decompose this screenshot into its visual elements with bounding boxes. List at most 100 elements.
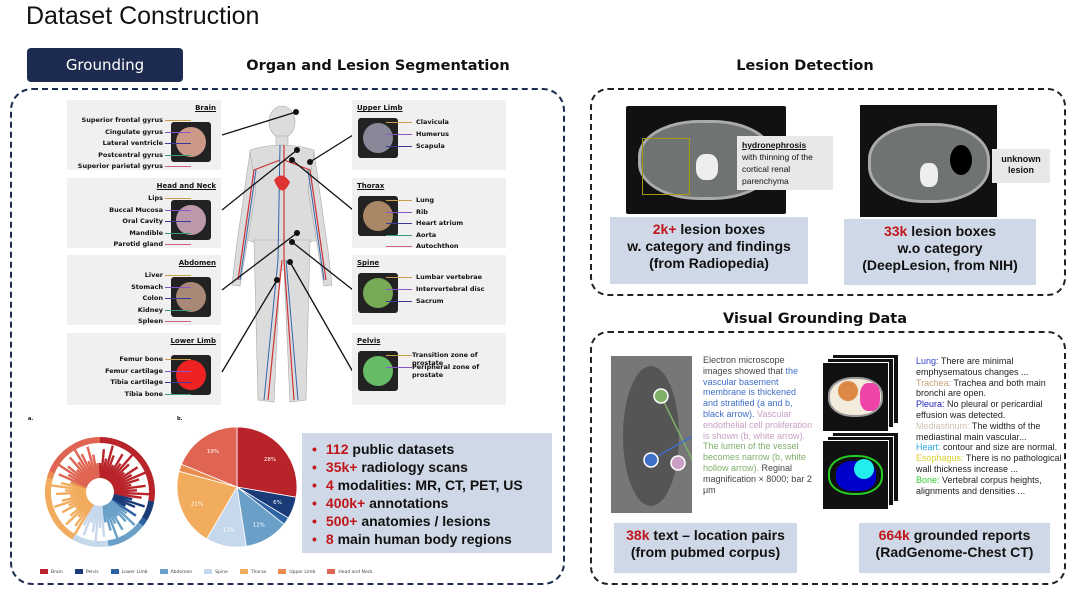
- radial-bar: [110, 499, 128, 515]
- stat-item: •500+ anatomies / lesions: [312, 512, 552, 530]
- anatomy-label: Cingulate gyrus: [105, 127, 163, 136]
- radial-bar: [64, 489, 87, 493]
- anatomy-label: Femur cartilage: [105, 366, 163, 375]
- label-connector: [165, 309, 191, 311]
- count: 33k: [883, 223, 908, 239]
- lesion-note-hydronephrosis: hydronephrosis with thinning of the cort…: [737, 136, 833, 190]
- radial-bar: [74, 502, 93, 527]
- radial-bar: [113, 493, 133, 501]
- stat-item: •112 public datasets: [312, 440, 552, 458]
- label-connector: [165, 244, 191, 245]
- radial-bar: [91, 505, 99, 533]
- panel-title: Lower Limb: [170, 337, 216, 345]
- legend-label: Brain: [51, 570, 63, 575]
- radial-bar: [77, 461, 93, 482]
- radial-bar: [106, 453, 124, 481]
- radial-bar: [68, 456, 92, 483]
- legend-item: Lower Limb: [110, 569, 148, 575]
- anatomy-label: Aorta: [416, 230, 437, 239]
- report-item: Bone: Vertebral corpus heights, alignmen…: [916, 475, 1065, 497]
- anatomy-label: Liver: [144, 271, 163, 279]
- report-key: Mediastinum:: [916, 420, 970, 431]
- radial-bar: [103, 504, 119, 539]
- report-value: There are minimal emphysematous changes …: [916, 356, 1029, 377]
- radial-bar: [100, 449, 106, 479]
- radial-bar: [82, 504, 97, 536]
- radial-ring-pelvis: [141, 500, 155, 521]
- lesion-detection-section: [590, 88, 1066, 296]
- label-connector: [165, 359, 191, 360]
- legend-label: Pelvis: [85, 570, 99, 575]
- anatomy-label: Spleen: [137, 317, 163, 325]
- anatomy-label: Superior frontal gyrus: [81, 116, 163, 124]
- radial-bar: [67, 465, 90, 485]
- anatomy-label: Scapula: [416, 142, 445, 150]
- ct-slice-segmented: [822, 440, 889, 510]
- radial-bar: [76, 469, 91, 484]
- label-connector: [386, 246, 412, 247]
- anatomy-label: Lips: [148, 194, 163, 202]
- radial-bar: [111, 497, 127, 507]
- grounded-report-text: Lung: There are minimal emphysematous ch…: [916, 356, 1065, 496]
- radial-bar: [101, 505, 107, 523]
- lesion-note-unknown: unknown lesion: [992, 149, 1050, 183]
- report-value: There is no pathological wall thickness …: [916, 453, 1062, 474]
- report-item: Mediastinum: The widths of the mediastin…: [916, 421, 1065, 443]
- radial-bar: [53, 495, 88, 508]
- stat-item: •35k+ radiology scans: [312, 458, 552, 476]
- label-connector: [386, 289, 412, 290]
- report-value: Vertebral corpus heights, alignments and…: [916, 474, 1042, 496]
- scan-thumbnail: [171, 122, 211, 162]
- label-connector: [165, 221, 191, 222]
- stat-item: •400k+ annotations: [312, 494, 552, 512]
- lesion-detection-title: Lesion Detection: [736, 58, 874, 74]
- label-connector: [386, 122, 412, 123]
- label-connector: [386, 134, 412, 135]
- legend-item: Brain: [40, 569, 63, 575]
- label-connector: [386, 223, 412, 224]
- legend-item: Head and Neck: [327, 569, 373, 575]
- radial-bar: [70, 481, 88, 489]
- segmentation-title: Organ and Lesion Segmentation: [246, 58, 510, 74]
- label-connector: [165, 393, 191, 395]
- stat-number: 500+: [325, 513, 358, 529]
- caption-segment: Vascular endothelial cell proliferation …: [703, 408, 813, 441]
- radial-ring-upper-limb: [46, 471, 55, 480]
- label-connector: [165, 209, 191, 211]
- microscope-image: [611, 356, 718, 513]
- stat-text: modalities: MR, CT, PET, US: [337, 477, 523, 493]
- legend-swatch: [40, 569, 48, 574]
- legend-swatch: [159, 569, 168, 574]
- segmentation-section: [10, 88, 565, 585]
- scan-thumbnail: [358, 196, 398, 236]
- stat-text: annotations: [369, 495, 449, 511]
- report-value: The widths of the mediastinal main vascu…: [916, 420, 1041, 442]
- grounding-button[interactable]: Grounding: [27, 48, 183, 82]
- radial-bar: [103, 455, 115, 480]
- report-item: Heart: contour and size are normal.: [916, 442, 1065, 453]
- bullet-icon: •: [312, 441, 317, 457]
- legend-swatch: [327, 569, 336, 574]
- visual-grounding-section: [590, 331, 1066, 585]
- legend-swatch: [204, 569, 213, 574]
- stat-number: 112: [325, 441, 349, 457]
- caption-line: (RadGenome-Chest CT): [875, 544, 1034, 560]
- radial-bar: [51, 484, 87, 492]
- bullet-icon: •: [312, 513, 317, 529]
- page-title: Dataset Construction: [26, 2, 260, 30]
- radial-bar: [102, 445, 114, 479]
- radial-bar: [111, 466, 139, 486]
- scan-thumbnail: [171, 200, 211, 240]
- legend-label: Upper Limb: [289, 570, 316, 575]
- caption-line: text – location pairs: [653, 527, 785, 543]
- radial-ring-spine: [72, 534, 109, 547]
- anatomy-label: Lateral ventricle: [102, 139, 163, 147]
- panel-title: Upper Limb: [357, 104, 403, 112]
- radial-bar: [90, 505, 98, 524]
- caption-segment: Electron microscope images showed that: [703, 355, 786, 376]
- legend-label: Thorax: [250, 570, 267, 575]
- report-key: Bone:: [916, 474, 940, 485]
- radial-bar: [112, 496, 136, 509]
